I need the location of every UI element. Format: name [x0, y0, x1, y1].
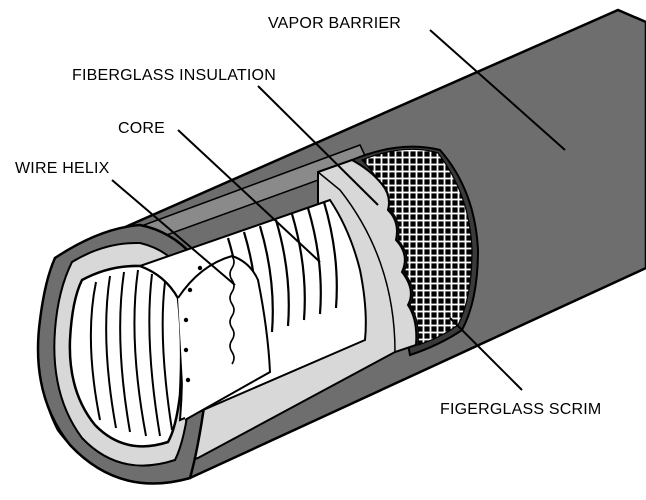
leader-fiberglass-scrim — [449, 317, 523, 391]
label-wire-helix: WIRE HELIX — [15, 160, 110, 177]
wire-helix-dots — [183, 265, 203, 383]
wire-helix-edge — [229, 255, 235, 365]
label-fiberglass-insulation: FIBERGLASS INSULATION — [72, 67, 276, 84]
leader-core — [177, 129, 321, 263]
label-vapor-barrier: VAPOR BARRIER — [268, 15, 401, 32]
leader-fiberglass-insulation — [257, 85, 379, 206]
leader-vapor-barrier — [429, 29, 566, 151]
label-core: CORE — [118, 120, 165, 137]
bore-corrugations — [89, 269, 173, 437]
core-cut-edge — [177, 254, 272, 421]
leader-wire-helix — [111, 179, 236, 286]
insulation-face-edge — [317, 171, 396, 353]
label-fiberglass-scrim: FIGERGLASS SCRIM — [440, 401, 601, 418]
leader-lines — [111, 29, 566, 391]
